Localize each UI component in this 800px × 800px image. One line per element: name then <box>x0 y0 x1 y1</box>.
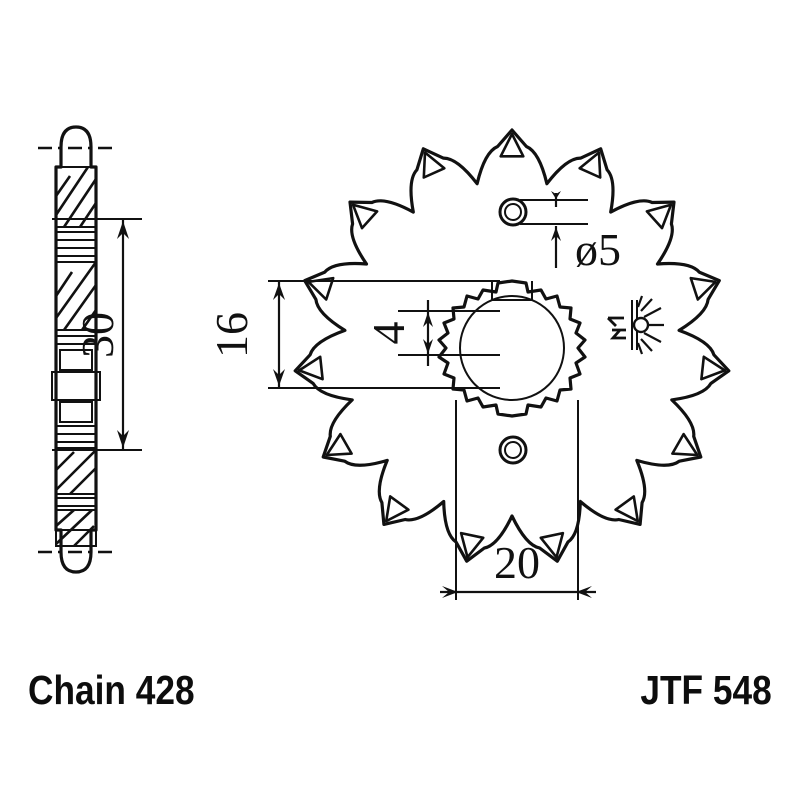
dimension-4-text: 4 <box>363 322 414 345</box>
bore-inner-circle <box>459 295 565 401</box>
side-section-view: 30 <box>38 125 142 574</box>
bore-box-center <box>51 371 101 401</box>
bore-box-upper <box>59 349 93 371</box>
dimension-16-text: 16 <box>206 312 257 358</box>
dimension-4: 4 <box>363 300 500 366</box>
dimension-20-text: 20 <box>494 537 540 588</box>
dimension-20: 20 <box>440 400 596 600</box>
dimension-30: 30 <box>52 218 142 451</box>
stripe-group-3 <box>56 425 96 443</box>
dimension-30-text: 30 <box>72 312 123 358</box>
bolt-hole-upper <box>498 197 528 227</box>
center-spline-bore <box>437 279 587 418</box>
stripe-group-2 <box>56 335 96 345</box>
dimension-phi5: ø5 <box>520 191 621 275</box>
keyway-slot <box>491 281 533 301</box>
tooth-tip-notches <box>297 132 727 559</box>
surface-finish-symbol <box>607 295 664 355</box>
part-number-label: JTF 548 <box>640 667 772 713</box>
bolt-hole-lower <box>498 435 528 465</box>
dimension-16: 16 <box>206 280 500 389</box>
stripe-group-1 <box>56 231 96 257</box>
bore-box-lower <box>59 401 93 423</box>
dimension-phi5-text: ø5 <box>575 224 621 275</box>
chain-label: Chain 428 <box>28 667 195 713</box>
stripe-group-4 <box>56 497 96 507</box>
front-sprocket-view: 16 4 ø5 <box>206 128 731 600</box>
footer: Chain 428 JTF 548 <box>0 667 800 714</box>
section-hatching <box>51 166 101 547</box>
